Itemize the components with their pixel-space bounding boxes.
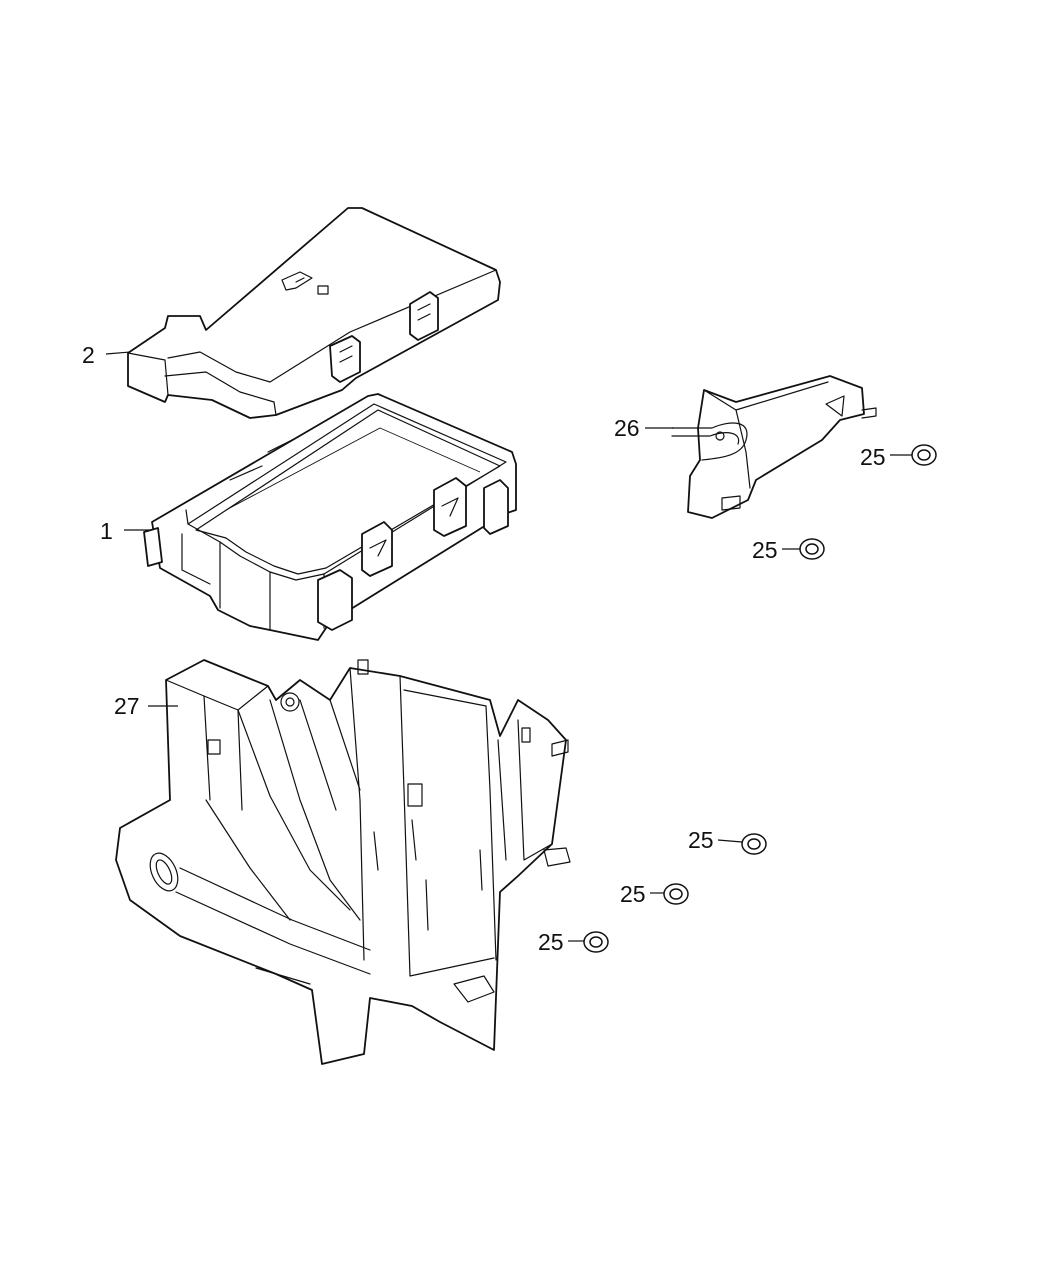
callout-nut: 25 bbox=[620, 881, 664, 907]
nut-part[interactable] bbox=[741, 833, 767, 855]
callout-label: 2 bbox=[82, 342, 95, 368]
callout-nut: 25 bbox=[538, 929, 584, 955]
callout-label: 26 bbox=[614, 415, 640, 441]
cover-part[interactable] bbox=[127, 207, 501, 419]
callout-tray: 27 bbox=[114, 693, 178, 719]
callout-label: 25 bbox=[688, 827, 714, 853]
nut-part[interactable] bbox=[583, 931, 609, 953]
nut-part[interactable] bbox=[911, 444, 937, 466]
callout-nut: 25 bbox=[860, 444, 912, 470]
callout-fuse-box: 1 bbox=[100, 518, 150, 544]
callout-label: 25 bbox=[620, 881, 646, 907]
callout-label: 25 bbox=[752, 537, 778, 563]
nut-part[interactable] bbox=[799, 538, 825, 560]
callout-label: 25 bbox=[538, 929, 564, 955]
callout-cover: 2 bbox=[82, 342, 131, 368]
callout-nut: 25 bbox=[752, 537, 800, 563]
callout-label: 27 bbox=[114, 693, 140, 719]
tray-part[interactable] bbox=[115, 659, 571, 1065]
callout-nut: 25 bbox=[688, 827, 743, 853]
callout-label: 1 bbox=[100, 518, 113, 544]
bracket-part[interactable] bbox=[671, 375, 877, 519]
fuse-box-part[interactable] bbox=[143, 393, 517, 641]
callout-bracket: 26 bbox=[614, 415, 674, 441]
callout-label: 25 bbox=[860, 444, 886, 470]
nut-part[interactable] bbox=[663, 883, 689, 905]
